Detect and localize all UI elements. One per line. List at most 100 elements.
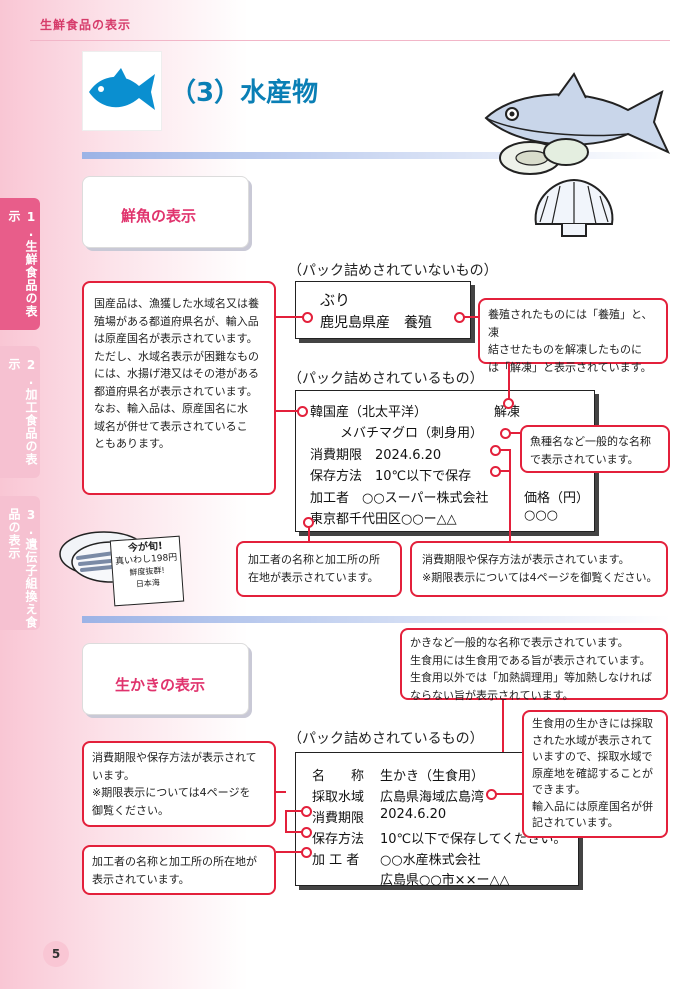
connector-line [276,791,278,792]
callout-line: 御覧ください。 [92,803,169,817]
caption-oyster-packed: （パック詰めされているもの） [288,731,484,747]
side-tab-label: 2.加工食品の表示 [7,358,38,466]
section-divider [82,616,670,623]
connector-line [276,791,286,793]
tuna-shellfish-illustration [484,72,671,237]
caption-packed: （パック詰めされているもの） [288,371,484,387]
callout-line: 記されています。 [532,816,619,829]
raw-oyster-heading: 生かきの表示 [115,676,206,694]
unpacked-species: ぶり [320,291,351,309]
callout-farmed-thawed: 養殖されたものには「養殖」と、凍 結させたものを解凍したものに は「解凍」と表示… [478,298,668,374]
callout-line: で表示されています。 [530,452,639,466]
connector-dot [297,406,308,417]
callout-line: いますので、採取水域で [532,750,653,763]
packed-species: メバチマグロ（刺身用） [340,426,484,441]
callout-oyster-processor: 加工者の名称と加工所の所在地が 表示されています。 [82,845,276,895]
callout-line: 在地が表示されています。 [248,570,379,584]
callout-origin: 国産品は、漁獲した水域名又は養 殖場がある都道府県名が、輸入品 は原産国名が表示… [82,281,276,495]
callout-line: 加工者の名称と加工所の所 [248,553,380,566]
oyster-expiry-key: 消費期限 [312,811,365,826]
unpacked-fish-label: ぶり 鹿児島県産 養殖 [295,281,471,339]
oyster-storage-val: 10℃以下で保存してください。 [380,832,567,847]
callout-oyster-name: かきなど一般的な名称で表示されています。 生食用には生食用である旨が表示されてい… [400,628,668,702]
page-title: （3）水産物 [170,78,319,108]
side-tab-processed-food[interactable]: 2.加工食品の表示 [0,346,40,478]
callout-line: は原産国名が表示されています。 [94,332,258,345]
connector-line [464,316,478,318]
callout-oyster-expiry: 消費期限や保存方法が表示されて います。 ※期限表示については4ページを 御覧く… [82,741,276,827]
oyster-name-key: 名 称 [312,769,365,784]
oyster-processor-val: ○○水産株式会社 [380,853,481,868]
oyster-area-key: 採取水域 [312,790,365,805]
callout-species-name: 魚種名など一般的な名称 で表示されています。 [520,425,670,473]
connector-dot [301,806,312,817]
connector-line [276,851,302,853]
callout-line: なお、輸入品は、原産国名に水 [94,402,248,415]
connector-line [502,700,504,772]
connector-line [508,364,510,400]
caption-unpacked: （パック詰めされていないもの） [288,263,498,279]
callout-line: ※期限表示については4ページを [92,786,251,799]
connector-dot [301,827,312,838]
callout-line: 原産地を確認することが [532,766,653,780]
callout-line: 生食用には生食用である旨が表示されています。 [410,653,651,667]
packed-thawed: 解凍 [494,405,521,420]
callout-line: 生食用以外では「加熱調理用」等加熱しなければ [410,671,652,684]
callout-line: 輸入品には原産国名が併 [532,799,653,813]
packed-origin: 韓国産（北太平洋） [310,405,428,420]
page-number: 5 [43,941,69,967]
callout-line: かきなど一般的な名称で表示されています。 [410,636,629,649]
title-rule [82,152,670,159]
callout-line: 養殖されたものには「養殖」と、凍 [488,308,653,339]
unpacked-origin: 鹿児島県産 養殖 [320,315,432,331]
header-divider [30,40,670,41]
connector-line [308,525,310,541]
callout-line: 加工者の名称と加工所の所在地が [92,855,257,868]
callout-line: 結させたものを解凍したものに [488,343,642,356]
callout-line: ただし、水域名表示が困難なもの [94,349,259,363]
packed-address: 東京都千代田区○○ー△△ [310,512,457,527]
callout-line: 生食用の生かきには採取 [532,717,653,730]
callout-line: ならない旨が表示されています。 [410,688,574,702]
connector-line [285,810,287,832]
connector-line [496,793,522,795]
connector-line [276,410,300,412]
connector-line [285,810,303,812]
callout-expiry-storage: 消費期限や保存方法が表示されています。 ※期限表示については4ページを御覧くださ… [410,541,668,597]
side-tab-gmo-food[interactable]: 3.遺伝子組換え食品の表示 [0,496,40,630]
callout-line: できます。 [532,783,586,796]
packed-price-label: 価格（円） [524,491,590,506]
oyster-processor-key: 加 工 者 [312,853,360,868]
fresh-fish-heading: 鮮魚の表示 [121,207,197,225]
callout-line: ※期限表示については4ページを御覧ください。 [422,570,658,584]
connector-line [285,831,303,833]
fish-icon [82,51,162,131]
connector-line [510,432,520,434]
callout-line: 都道府県名が表示されています。 [94,384,258,398]
oyster-name-val: 生かき（生食用） [380,769,485,784]
connector-line [276,316,306,318]
callout-line: 域名が併せて表示されているこ [94,419,248,433]
callout-line: 殖場がある都道府県名が、輸入品 [94,314,259,328]
packed-processor: 加工者 ○○スーパー株式会社 [310,491,489,506]
connector-line [509,449,511,541]
callout-harvest-area: 生食用の生かきには採取 された水域が表示されて いますので、採取水域で 原産地を… [522,710,668,838]
callout-line: います。 [92,768,135,782]
side-tab-fresh-food[interactable]: 1.生鮮食品の表示 [0,198,40,330]
oyster-expiry-val: 2024.6.20 [380,807,447,822]
raw-oyster-heading-box: 生かきの表示 [82,643,249,715]
callout-processor: 加工者の名称と加工所の所 在地が表示されています。 [236,541,402,597]
packed-price-value: ○○○ [524,508,559,523]
price-sign: 今が旬! 真いわし198円 鮮度抜群! 日本海 [109,535,185,607]
fresh-fish-heading-box: 鮮魚の表示 [82,176,249,248]
running-header: 生鮮食品の表示 [40,18,132,32]
connector-line [500,470,510,472]
callout-line: には、水揚げ港又はその港がある [94,367,259,380]
side-tab-label: 3.遺伝子組換え食品の表示 [7,508,38,629]
connector-dot [301,847,312,858]
callout-line: 魚種名など一般的な名称 [530,435,651,448]
side-tab-label: 1.生鮮食品の表示 [7,210,38,318]
connector-dot [302,312,313,323]
callout-line: は「解凍」と表示されています。 [488,360,652,374]
connector-dot [503,398,514,409]
